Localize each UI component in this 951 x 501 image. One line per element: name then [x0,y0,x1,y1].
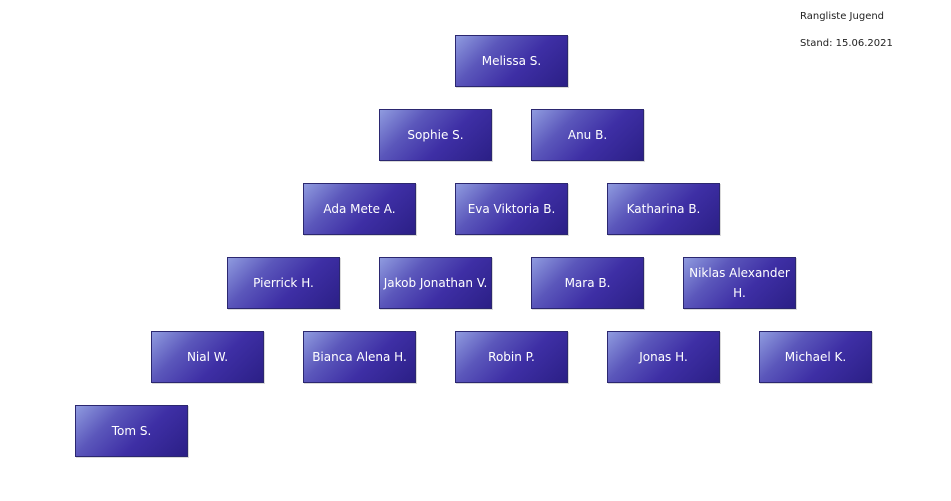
rank-box: Katharina B. [607,183,720,235]
rank-box: Anu B. [531,109,644,161]
ranking-title: Rangliste Jugend [800,11,885,22]
rank-name: Tom S. [111,424,152,438]
rank-name: Jonas H. [639,350,688,364]
rank-box: Jonas H. [607,331,720,383]
rank-name: Katharina B. [626,202,701,216]
rank-box: Niklas Alexander H. [683,257,796,309]
ranking-date: Stand: 15.06.2021 [800,38,893,49]
rank-box: Michael K. [759,331,872,383]
rank-name: Sophie S. [407,128,464,142]
rank-box: Eva Viktoria B. [455,183,568,235]
rank-name: Bianca Alena H. [312,350,407,364]
rank-name: Melissa S. [481,54,542,68]
rank-box: Melissa S. [455,35,568,87]
rank-box: Mara B. [531,257,644,309]
rank-name: Ada Mete A. [323,202,396,216]
rank-box: Nial W. [151,331,264,383]
rank-name: Pierrick H. [253,276,314,290]
rank-box: Robin P. [455,331,568,383]
rank-name: Robin P. [488,350,535,364]
rank-box: Sophie S. [379,109,492,161]
rank-box: Tom S. [75,405,188,457]
rank-name: Mara B. [564,276,611,290]
rank-box: Bianca Alena H. [303,331,416,383]
rank-name: Jakob Jonathan V. [383,276,488,290]
rank-name: Niklas Alexander H. [689,266,790,300]
rank-box: Pierrick H. [227,257,340,309]
rank-name: Anu B. [567,128,608,142]
rank-box: Jakob Jonathan V. [379,257,492,309]
rank-box: Ada Mete A. [303,183,416,235]
rank-name: Michael K. [784,350,847,364]
rank-name: Eva Viktoria B. [467,202,556,216]
rank-name: Nial W. [186,350,229,364]
